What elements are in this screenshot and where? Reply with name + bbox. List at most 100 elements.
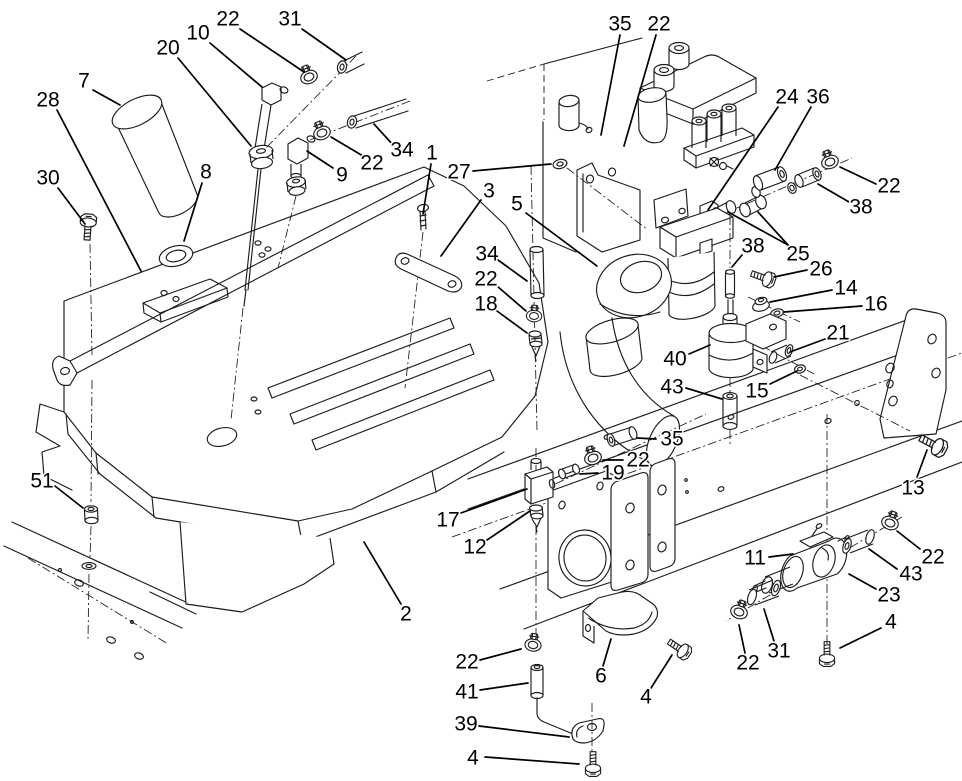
filter-clamp-23	[799, 523, 836, 578]
callout-leader-22	[896, 530, 921, 550]
callout-leader-4	[839, 627, 882, 649]
engine-block	[486, 37, 757, 253]
callout-leader-2	[363, 541, 402, 605]
callout-label-22: 22	[455, 651, 478, 674]
center-plates	[524, 413, 707, 636]
plug-below-elbow	[285, 176, 307, 196]
clip-39	[571, 718, 605, 744]
callout-label-12: 12	[463, 536, 486, 559]
callout-leader-24	[707, 106, 779, 211]
engine-bracket-plate	[576, 162, 641, 253]
callout-leader-35	[636, 437, 657, 440]
callout-label-43: 43	[660, 376, 683, 399]
callout-leader-3	[440, 199, 482, 257]
callout-label-17: 17	[436, 509, 459, 532]
spacer-43-right	[842, 529, 875, 554]
tube-41	[530, 663, 544, 700]
callout-leader-20	[177, 57, 252, 147]
callout-label-40: 40	[663, 348, 686, 371]
engine-boss	[653, 41, 690, 93]
hose-36	[752, 166, 788, 191]
callout-label-7: 7	[78, 70, 90, 93]
callout-label-38: 38	[849, 196, 872, 219]
callout-label-35: 35	[660, 428, 683, 451]
callout-leader-1	[422, 163, 432, 215]
fitting-18	[528, 330, 543, 362]
callout-label-28: 28	[36, 89, 59, 112]
callout-label-4: 4	[467, 747, 479, 770]
stud-38-left	[724, 269, 736, 315]
washer-27	[551, 157, 649, 231]
fitting-19	[557, 463, 581, 480]
callout-leader-26	[773, 269, 808, 278]
dipstick-assembly	[230, 82, 289, 421]
hose-31-top	[336, 51, 365, 74]
callout-leader-16	[783, 305, 863, 313]
solenoid-40	[708, 312, 754, 379]
callout-leader-40	[688, 344, 711, 355]
callout-leader-22	[738, 624, 746, 654]
callout-label-51: 51	[30, 470, 53, 493]
callout-label-25: 25	[786, 243, 809, 266]
callout-label-9: 9	[336, 164, 348, 187]
solenoid-bracket	[745, 313, 787, 374]
bolt-30	[78, 212, 98, 242]
bolt-4-filter	[818, 641, 836, 667]
callout-leader-9	[306, 150, 334, 169]
callout-label-38: 38	[741, 235, 764, 258]
callout-leader-6	[602, 638, 612, 667]
bracket-plate-b	[649, 457, 676, 573]
bolt-30-column	[78, 212, 99, 641]
callout-label-8: 8	[200, 161, 212, 184]
callout-label-35: 35	[608, 13, 631, 36]
frame-lower-left	[3, 521, 197, 660]
callout-leader-34	[373, 123, 395, 147]
elbow-9	[287, 135, 316, 180]
fitting-12	[528, 504, 544, 533]
hose-31-filter	[746, 579, 782, 606]
callout-label-10: 10	[186, 22, 209, 45]
bolt-4-bracket	[664, 634, 695, 663]
washer-51-below	[81, 562, 97, 570]
top-hose-group	[265, 51, 411, 269]
callout-label-43: 43	[899, 563, 922, 586]
callout-label-31: 31	[767, 640, 790, 663]
callout-leader-10	[209, 42, 263, 88]
callout-label-22: 22	[877, 175, 900, 198]
callout-leader-22	[479, 648, 522, 661]
fuel-filter-11	[752, 535, 850, 594]
spacer-43-left	[722, 392, 738, 430]
callout-label-4: 4	[885, 611, 897, 634]
callout-label-22: 22	[736, 652, 759, 675]
callout-label-11: 11	[744, 547, 766, 570]
valve-17	[524, 457, 556, 505]
nut-15	[794, 364, 806, 374]
filter-canister	[667, 251, 716, 320]
callout-leader-18	[496, 310, 528, 334]
callout-leader-36	[774, 106, 812, 171]
callout-label-2: 2	[400, 603, 412, 626]
callout-leader-43	[685, 387, 723, 400]
nut-14	[752, 296, 770, 312]
strap-3	[394, 252, 463, 293]
callout-leader-8	[183, 182, 203, 242]
clamp-22-chain	[817, 147, 841, 172]
callout-label-13: 13	[901, 477, 924, 500]
callout-leader-15	[769, 370, 798, 385]
callout-label-24: 24	[775, 86, 799, 109]
callout-label-3: 3	[483, 180, 495, 203]
callout-leader-14	[769, 289, 833, 303]
callout-label-34: 34	[390, 139, 414, 162]
callout-leader-51	[54, 485, 84, 509]
solenoid-group	[708, 216, 815, 446]
handle-7	[111, 94, 199, 218]
callout-leader-43	[868, 548, 898, 570]
bottom-bracket-group	[523, 590, 695, 777]
callout-label-30: 30	[36, 167, 59, 190]
callout-leader-5	[525, 212, 598, 267]
fitting-25b	[739, 194, 767, 218]
callout-leader-27	[472, 163, 552, 172]
callout-label-27: 27	[447, 161, 470, 184]
callout-label-22: 22	[647, 13, 670, 36]
